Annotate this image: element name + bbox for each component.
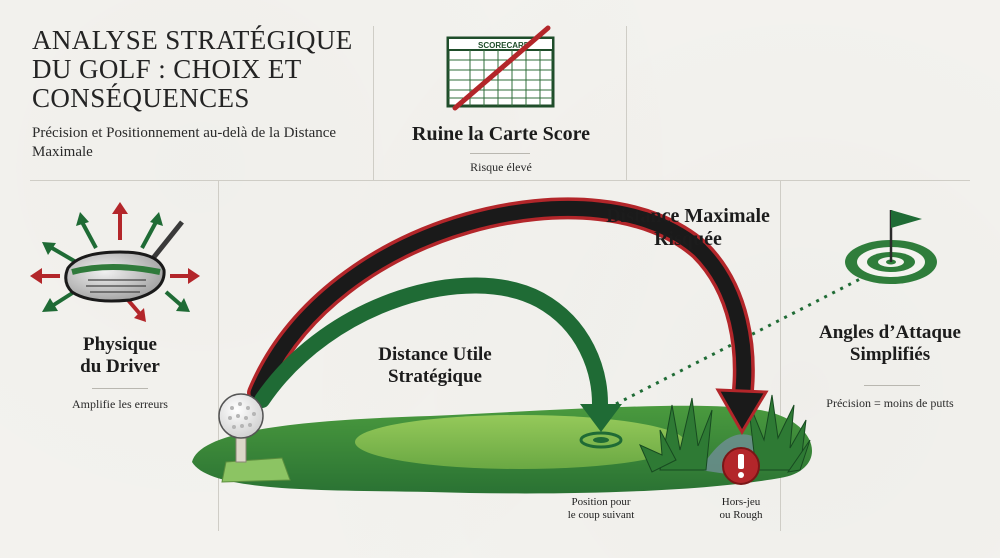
scorecard-heading: Ruine la Carte Score: [412, 123, 590, 145]
useful-distance-arrow: [254, 277, 622, 432]
driver-icon: [30, 202, 200, 322]
divider: [864, 385, 920, 386]
landing-target: [579, 431, 623, 449]
divider: [470, 153, 530, 154]
scorecard-icon: SCORECARD: [446, 25, 555, 111]
useful-distance-label-line1: Distance Utile: [378, 344, 492, 365]
driver-heading-line2: du Driver: [80, 356, 160, 377]
aim-line: [615, 276, 863, 406]
page-subtitle: Précision et Positionnement au-delà de l…: [32, 125, 337, 160]
angles-caption: Précision = moins de putts: [826, 396, 954, 410]
driver-heading: Physique du Driver: [40, 334, 200, 378]
useful-distance-label-line2: Stratégique: [388, 366, 482, 387]
position-label-line1: Position pour: [571, 496, 631, 508]
golf-ball: [218, 393, 264, 463]
hazard-label-line2: ou Rough: [719, 509, 763, 521]
driver-caption: Amplifie les erreurs: [72, 397, 168, 411]
useful-distance-label: Distance Utile Stratégique: [340, 344, 530, 388]
divider: [218, 181, 219, 531]
driver-heading-line1: Physique: [83, 334, 157, 355]
divider: [780, 181, 781, 531]
target-flag-icon: [845, 210, 937, 284]
divider: [626, 26, 627, 180]
rough-grass: [639, 394, 811, 476]
max-distance-label: Distance Maximale Risquée: [578, 205, 798, 251]
divider: [373, 26, 374, 180]
warning-icon: [722, 447, 760, 485]
hazard-label-line1: Hors-jeu: [721, 496, 761, 508]
max-distance-label-line2: Risquée: [654, 228, 722, 250]
max-distance-label-line1: Distance Maximale: [606, 205, 770, 227]
position-label-line2: le coup suivant: [567, 509, 635, 521]
divider: [92, 388, 148, 389]
scorecard-icon-label: SCORECARD: [478, 41, 530, 50]
divider: [30, 180, 970, 181]
hazard-label: Hors-jeu ou Rough: [700, 496, 782, 522]
page-title: ANALYSE STRATÉGIQUE DU GOLF : CHOIX ET C…: [32, 25, 353, 113]
angles-heading-line1: Angles d’Attaque: [819, 322, 961, 343]
angles-heading: Angles d’Attaque Simplifiés: [790, 322, 990, 366]
position-label: Position pour le coup suivant: [546, 496, 656, 522]
angles-heading-line2: Simplifiés: [849, 344, 931, 365]
max-distance-arrow: [247, 197, 769, 435]
scorecard-caption: Risque élevé: [470, 160, 532, 174]
